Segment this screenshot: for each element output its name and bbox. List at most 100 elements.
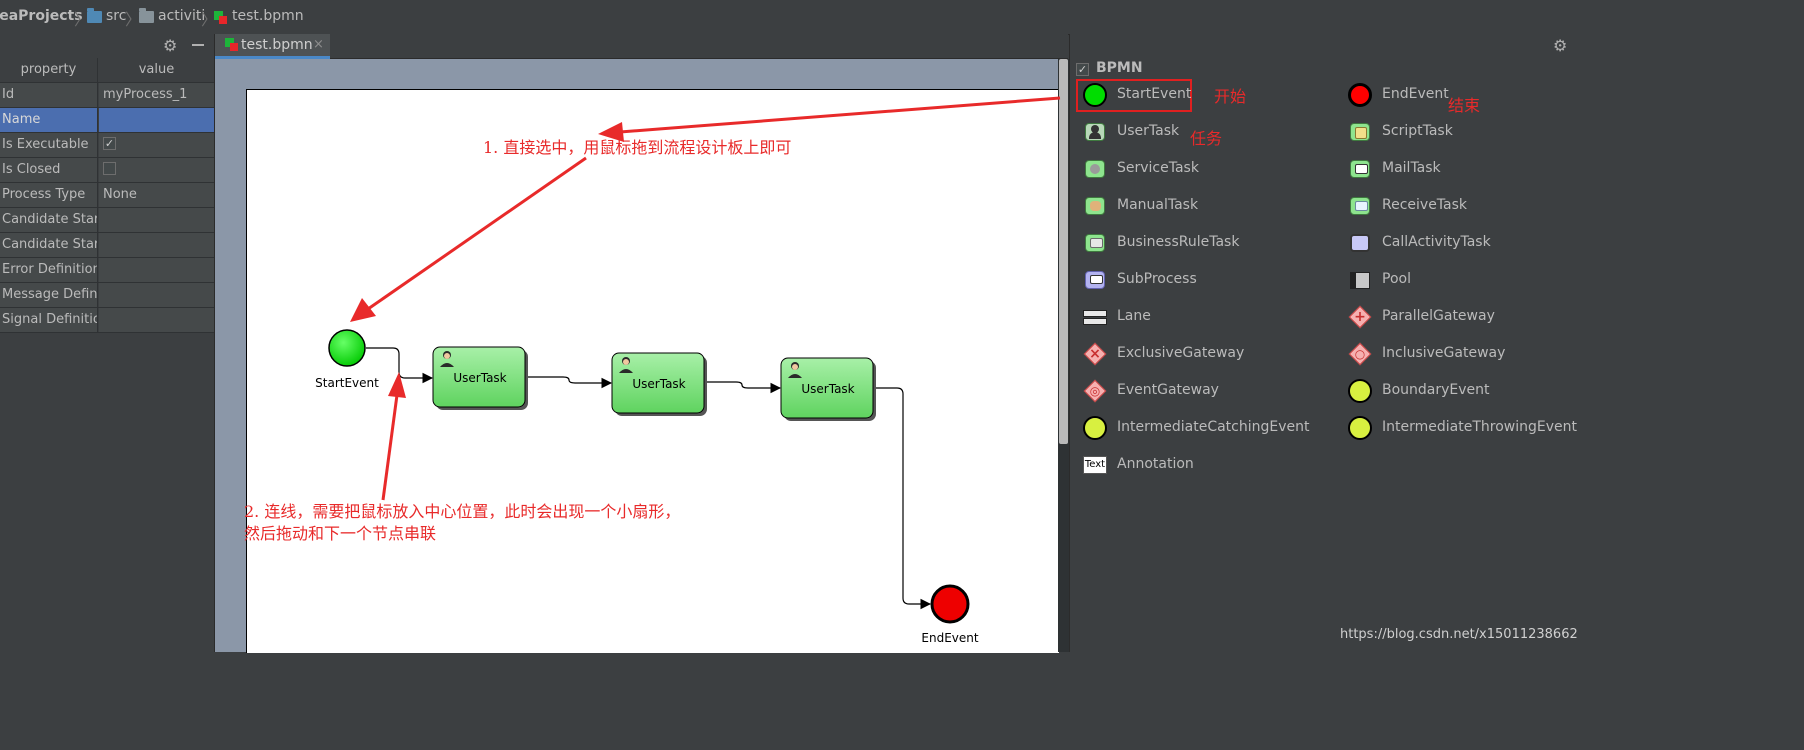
properties-toolbar: ⚙ [0,34,214,56]
table-row[interactable]: Signal Definitio [0,308,214,333]
table-row[interactable]: Is Executable ✓ [0,133,214,158]
palette-item-label: Lane [1117,308,1151,324]
table-row[interactable]: Error Definition [0,258,214,283]
column-header-property[interactable]: property [0,58,98,82]
scrollbar-thumb[interactable] [1059,59,1068,444]
palette-item-end-event[interactable]: EndEvent [1348,82,1558,108]
palette-item-exclusive-gateway[interactable]: × ExclusiveGateway [1083,341,1343,367]
inclusive-gateway-icon: ○ [1348,342,1372,366]
palette-item-manual-task[interactable]: ManualTask [1083,193,1343,219]
palette-item-event-gateway[interactable]: ◎ EventGateway [1083,378,1343,404]
note-task: 任务 [1190,129,1223,148]
palette-item-intermediate-catching-event[interactable]: IntermediateCatchingEvent [1083,415,1343,441]
properties-panel: ⚙ property value Id myProcess_1 Name Is … [0,34,215,652]
user-task-node[interactable]: UserTask [432,346,528,410]
property-value[interactable] [99,308,214,332]
palette-item-pool[interactable]: Pool [1348,267,1558,293]
user-icon [440,351,454,367]
receive-task-icon [1348,194,1372,218]
sequence-flow[interactable] [366,347,434,384]
script-task-icon [1348,120,1372,144]
palette-item-mail-task[interactable]: MailTask [1348,156,1558,182]
property-value[interactable] [99,258,214,282]
palette-item-service-task[interactable]: ServiceTask [1083,156,1343,182]
user-task-node[interactable]: UserTask [780,357,876,421]
folder-icon [87,8,102,23]
service-task-icon [1083,157,1107,181]
user-icon [788,362,802,378]
palette-item-start-event[interactable]: StartEvent [1083,82,1343,108]
palette-item-label: IntermediateThrowingEvent [1382,419,1577,435]
table-row[interactable]: Process Type None [0,183,214,208]
breadcrumb-test-bpmn[interactable]: test.bpmn [232,8,304,24]
gear-icon[interactable]: ⚙ [163,36,178,55]
palette-item-inclusive-gateway[interactable]: ○ InclusiveGateway [1348,341,1558,367]
table-row[interactable]: Id myProcess_1 [0,83,214,108]
palette-item-intermediate-throwing-event[interactable]: IntermediateThrowingEvent [1348,415,1577,441]
column-header-value[interactable]: value [99,58,214,82]
palette-item-script-task[interactable]: ScriptTask [1348,119,1558,145]
business-rule-task-icon [1083,231,1107,255]
lane-icon [1083,305,1107,329]
sequence-flow[interactable] [706,381,782,394]
tab-label: test.bpmn [241,37,313,53]
breadcrumb-activiti[interactable]: activiti [158,8,206,24]
end-event-label: EndEvent [921,631,978,645]
start-event-node[interactable] [328,329,366,367]
closed-checkbox[interactable] [103,162,116,175]
parallel-gateway-icon: + [1348,305,1372,329]
close-icon[interactable]: × [313,37,324,52]
table-row[interactable]: Candidate Start [0,208,214,233]
table-row[interactable]: Is Closed [0,158,214,183]
palette-item-receive-task[interactable]: ReceiveTask [1348,193,1558,219]
property-value[interactable]: myProcess_1 [99,83,214,107]
palette-item-label: ReceiveTask [1382,197,1468,213]
property-value[interactable] [99,283,214,307]
palette-item-boundary-event[interactable]: BoundaryEvent [1348,378,1558,404]
boundary-event-icon [1348,379,1372,403]
property-key: Message Defini [0,283,98,307]
sequence-flow[interactable] [526,376,613,389]
palette-item-annotation[interactable]: Text Annotation [1083,452,1343,478]
user-task-label: UserTask [801,382,854,396]
sequence-flow[interactable] [874,387,932,610]
property-value: ✓ [99,133,214,157]
palette-item-subprocess[interactable]: SubProcess [1083,267,1343,293]
property-value[interactable] [99,108,214,132]
palette-item-label: MailTask [1382,160,1441,176]
tab-test-bpmn[interactable]: test.bpmn × [215,34,330,59]
call-activity-task-icon [1348,231,1372,255]
bpmn-file-icon [225,38,238,51]
property-key: Is Executable [0,133,98,157]
end-event-node[interactable] [930,584,970,624]
palette-item-lane[interactable]: Lane [1083,304,1343,330]
user-icon [619,357,633,373]
palette-item-label: ScriptTask [1382,123,1453,139]
palette-group-checkbox[interactable]: ✓ [1076,63,1089,76]
exclusive-gateway-icon: × [1083,342,1107,366]
property-value[interactable]: None [99,183,214,207]
table-row[interactable]: Candidate Start [0,233,214,258]
property-key: Name [0,108,98,132]
palette-item-user-task[interactable]: UserTask [1083,119,1343,145]
executable-checkbox[interactable]: ✓ [103,137,116,150]
table-row[interactable]: Message Defini [0,283,214,308]
highlight-box [1076,79,1192,112]
property-value[interactable] [99,233,214,257]
palette-item-parallel-gateway[interactable]: + ParallelGateway [1348,304,1558,330]
intermediate-catching-event-icon [1083,416,1107,440]
annotation-connect-line2: 然后拖动和下一个节点串联 [244,524,437,543]
user-task-node[interactable]: UserTask [611,352,707,416]
vertical-scrollbar[interactable] [1058,59,1069,652]
palette-item-business-rule-task[interactable]: BusinessRuleTask [1083,230,1343,256]
palette-item-call-activity-task[interactable]: CallActivityTask [1348,230,1558,256]
palette-item-label: Annotation [1117,456,1194,472]
start-event-icon [1083,83,1107,107]
breadcrumb-ideaprojects[interactable]: IdeaProjects [0,8,83,24]
breadcrumb-src[interactable]: src [106,8,127,24]
property-value[interactable] [99,208,214,232]
end-event-icon [1348,83,1372,107]
gear-icon[interactable]: ⚙ [1553,36,1568,55]
table-row[interactable]: Name [0,108,214,133]
minimize-icon[interactable] [192,44,204,46]
